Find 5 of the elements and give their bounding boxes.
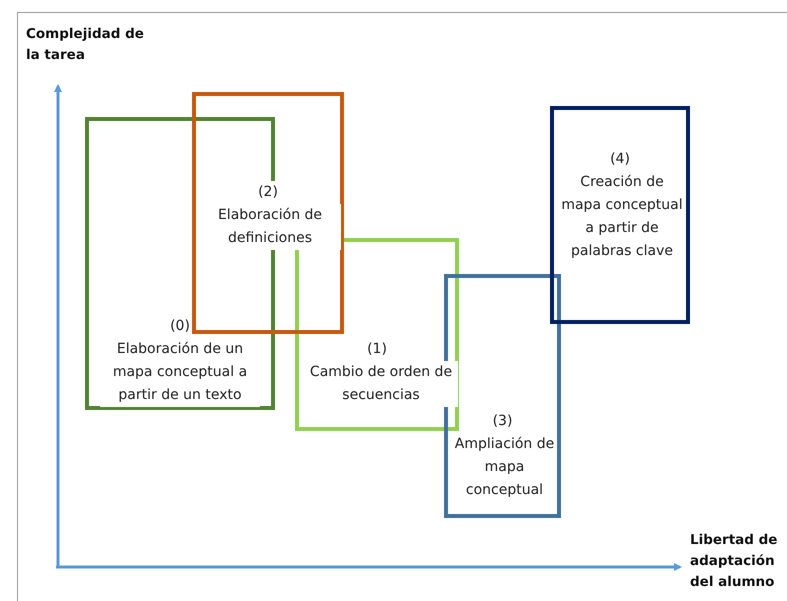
axis-title: Complejidad de la tarea	[26, 25, 145, 65]
task-box	[550, 106, 690, 324]
axis-title: Libertad de adaptación del alumno	[690, 531, 778, 592]
task-box	[192, 92, 344, 334]
task-number: (2)	[258, 181, 278, 204]
